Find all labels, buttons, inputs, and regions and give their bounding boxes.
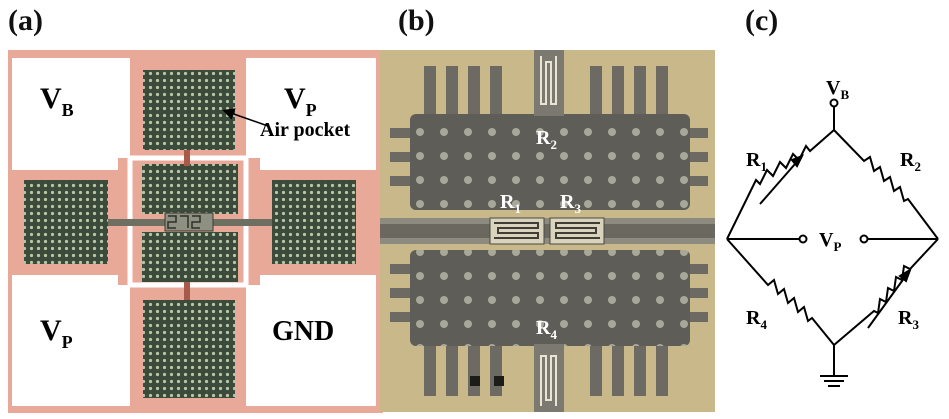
grid-bottom: [143, 300, 235, 398]
grid-left: [24, 180, 108, 264]
label-c-r2: R2: [900, 149, 921, 174]
beam-center: [164, 212, 214, 232]
grid-right: [272, 180, 356, 264]
resistor-r1-meander: [494, 222, 539, 239]
label-c-vp: VP: [819, 229, 841, 254]
air-pocket-arrow: [222, 108, 269, 127]
fingers-top: [424, 66, 668, 118]
output-terminal-left: [798, 234, 808, 244]
air-pocket-label: Air pocket: [260, 119, 351, 141]
label-c-r4: R4: [746, 307, 767, 332]
connector-bottom: [184, 282, 190, 300]
grid-b-bottom: [410, 250, 690, 346]
panel-c: [726, 98, 939, 387]
label-b-r1: R1: [500, 191, 521, 216]
panel-a: VB VP VP GND Air pocket: [8, 50, 383, 413]
resistor-r4-meander: [540, 355, 557, 406]
meander-a: [167, 215, 201, 229]
label-b-r4: R4: [536, 317, 557, 342]
output-terminal-right: [859, 234, 869, 244]
panel-label-c: (c): [745, 4, 779, 37]
pad-label-vb: VB: [40, 82, 74, 120]
variable-arrowhead-r3: [898, 267, 912, 283]
pad-top-right: [246, 58, 376, 170]
defect-spot-2: [494, 376, 504, 386]
resistor-r2: [833, 129, 939, 240]
resistor-r3: [833, 238, 939, 346]
channel-top-b: [534, 50, 564, 116]
defect-spot: [470, 376, 480, 386]
grid-b-top: [410, 114, 690, 210]
label-b-r2: R2: [536, 127, 557, 152]
label-c-r3: R3: [898, 307, 919, 332]
label-c-vb: VB: [826, 77, 849, 102]
beam-inner-b: [380, 224, 715, 238]
pad-label-vp-bottom: VP: [40, 314, 73, 352]
panel-label-b: (b): [398, 4, 435, 37]
channel-bottom-b: [534, 344, 564, 412]
pad-bottom-right: [246, 275, 376, 406]
supply-terminal: [829, 98, 839, 108]
pad-label-gnd: GND: [272, 316, 334, 347]
grid-center-top: [142, 164, 238, 214]
pad-bottom-left: [12, 275, 130, 406]
resistor-r4: [726, 238, 835, 346]
pad-label-vp-top: VP: [284, 82, 317, 120]
panel-b: R2 R1 R3 R4: [380, 50, 715, 412]
resistor-r1: [726, 129, 835, 240]
panel-label-a: (a): [8, 4, 43, 37]
connector-top: [184, 150, 190, 166]
variable-arrowhead-r1: [790, 154, 805, 168]
pad-top-left: [12, 58, 130, 170]
grid-center-bottom: [142, 232, 238, 282]
resistor-r2-meander: [540, 56, 557, 105]
fingers-side: [390, 128, 708, 322]
grid-top: [143, 70, 235, 150]
label-c-r1: R1: [746, 149, 767, 174]
panel-c-labels: VB VP R1 R2 R4 R3: [746, 77, 921, 332]
label-b-r3: R3: [560, 191, 581, 216]
resistor-r3-meander: [555, 222, 600, 239]
fingers-bottom: [424, 340, 668, 396]
